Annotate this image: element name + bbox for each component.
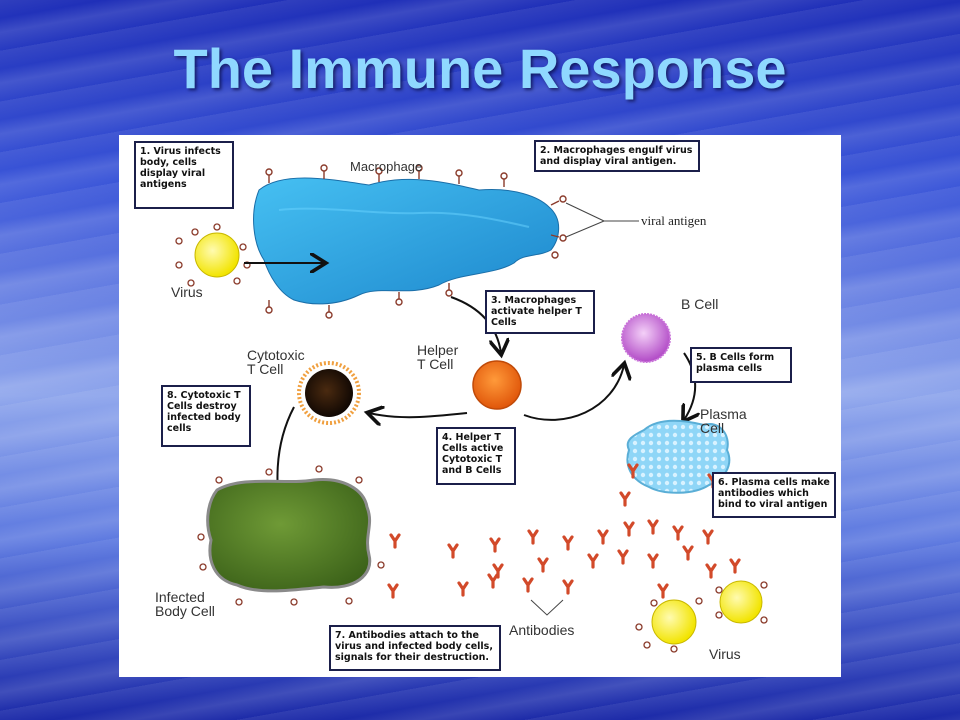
label-viral-antigen: viral antigen (641, 213, 707, 228)
step-8-box: 8. Cytotoxic T Cells destroy infected bo… (161, 385, 251, 447)
immune-response-diagram: Macrophage Virus viral antigen B Cell He… (119, 135, 841, 677)
arrow-bcell-to-plasma (684, 352, 695, 420)
label-antibodies: Antibodies (509, 622, 575, 638)
cytotoxic-t-cell (297, 361, 361, 425)
diagram-canvas (175, 164, 768, 653)
label-macrophage: Macrophage (350, 159, 423, 174)
helper-t-cell (472, 360, 522, 410)
infected-cell-antigens (197, 465, 385, 606)
arrow-helper-to-bcell (523, 365, 624, 421)
slide-title: The Immune Response (173, 37, 787, 100)
antibodies-group (387, 463, 741, 599)
virus-right-1 (635, 597, 703, 653)
label-virus-left: Virus (171, 284, 203, 300)
plasma-cell (626, 419, 731, 494)
label-virus-right: Virus (709, 646, 741, 662)
step-7-box: 7. Antibodies attach to the virus and in… (329, 625, 501, 671)
b-cell (621, 313, 671, 363)
step-1-box: 1. Virus infects body, cells display vir… (134, 141, 234, 209)
label-b-cell: B Cell (681, 296, 719, 312)
step-4-box: 4. Helper T Cells active Cytotoxic T and… (436, 427, 516, 485)
antibodies-pointer (530, 599, 564, 616)
label-infected-body-cell: Infected Body Cell (155, 589, 215, 619)
step-6-box: 6. Plasma cells make antibodies which bi… (712, 472, 836, 518)
step-2-box: 2. Macrophages engulf virus and display … (534, 140, 700, 172)
macrophage-antigens (265, 164, 567, 319)
label-cytotoxic-t-cell: Cytotoxic T Cell (247, 347, 305, 377)
step-5-box: 5. B Cells form plasma cells (690, 347, 792, 383)
label-helper-t-cell: Helper T Cell (417, 342, 459, 372)
macrophage-cell (253, 177, 560, 305)
virus-left (175, 223, 251, 287)
viral-antigen-pointer (565, 202, 639, 238)
arrow-helper-to-cytotoxic (369, 413, 468, 417)
label-plasma-cell: Plasma Cell (700, 406, 747, 436)
infected-body-cell (206, 478, 372, 593)
step-3-box: 3. Macrophages activate helper T Cells (485, 290, 595, 334)
virus-right-2 (715, 580, 768, 624)
